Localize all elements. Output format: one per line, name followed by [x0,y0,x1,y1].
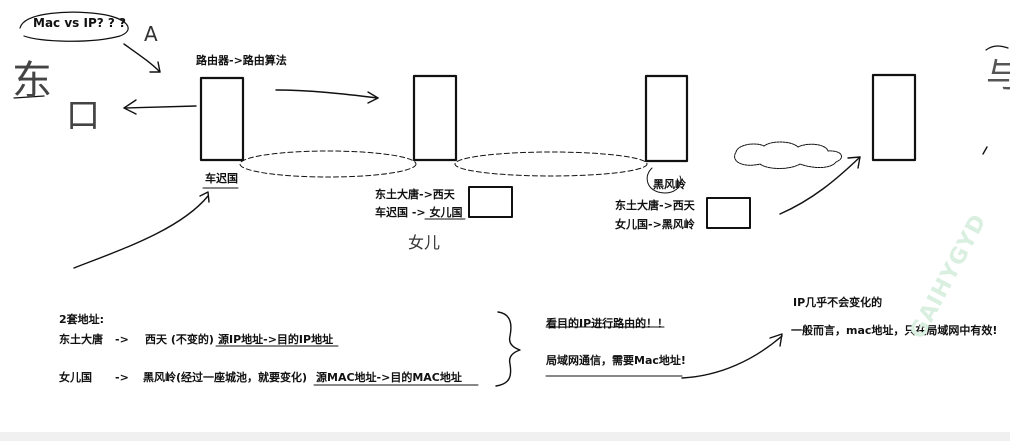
arrow-a-down [123,43,161,73]
notes-title: 2套地址: [59,313,105,326]
arrow-to-chechi [73,195,209,269]
node-heifengling: 黑风岭 [653,178,686,191]
arrow-a-head [149,61,161,73]
notes-row1-addr: 源IP地址->目的IP地址 [218,333,334,346]
routes-a-line1: 东土大唐->西天 [375,188,455,201]
arrow-left-to-box1 [125,105,197,109]
notes-row1-from: 东土大唐 [59,333,103,346]
notes-row2-to: 黑风岭(经过一座城池，就要变化) [143,371,308,384]
conclusion-ip-stable: IP几乎不会变化的 [793,296,883,309]
handwriting-nver: 女儿 [408,233,441,252]
routes-a-line2: 车迟国 -> 女儿国 [375,206,462,219]
routes-b-line1: 东土大唐->西天 [615,199,695,212]
arrow-to-mac-scope [681,335,783,379]
router-title: 路由器->路由算法 [196,54,287,67]
arrow-mac-scope-head [769,333,783,347]
hand-underline-dong [13,95,45,99]
arrow-chechi-head [199,191,210,203]
host-box-1 [468,186,513,218]
conclusion-mac-scope: 一般而言，mac地址，只在局域网中有效! [791,324,998,337]
link-ellipse-1 [239,150,417,178]
heifengling-bubble [646,167,682,194]
cloud-shape [734,141,843,169]
hand-top-right [985,45,1009,51]
handwriting-a: A [144,22,158,46]
notes-row2-from: 女儿国 [59,371,92,384]
arrow-up-to-box4 [779,156,861,215]
conclusion-lan-mac: 局域网通信，需要Mac地址! [546,354,686,367]
notes-brace [495,311,521,387]
notes-row2-addr: 源MAC地址->目的MAC地址 [316,371,462,384]
node-chechi: 车迟国 [205,172,238,185]
notes-row2-arrow: -> [115,371,129,384]
handwriting-dong: 东 [12,58,52,104]
notes-row1-to: 西天 (不变的) [145,333,214,346]
router-box-3 [644,74,689,163]
arrow-right-head [367,91,379,104]
notes-row1-arrow: -> [115,333,129,346]
arrow-up-head [847,156,861,169]
router-box-1 [199,76,245,162]
circle-mac-vs-ip [19,11,129,42]
tick-right [982,146,988,155]
handwriting-tu: 口 [66,96,100,136]
routes-b-line2: 女儿国->黑风岭 [615,218,695,231]
handwriting-right-edge: 与 [986,56,1010,96]
arrow-right-box1-box2 [275,89,379,99]
router-box-4 [871,73,917,162]
routes-a-line2-to: 女儿国 [429,206,463,219]
arrow-left-head [123,99,137,115]
conclusion-ip-routing: 看目的IP进行路由的！！ [546,317,669,330]
router-box-2 [412,74,458,162]
host-box-2 [706,197,751,229]
bottom-strip [0,432,1010,441]
link-ellipse-2 [454,151,648,177]
mac-vs-ip-question: Mac vs IP? ? ? [33,16,126,30]
routes-a-line2-from: 车迟国 -> [375,206,430,219]
